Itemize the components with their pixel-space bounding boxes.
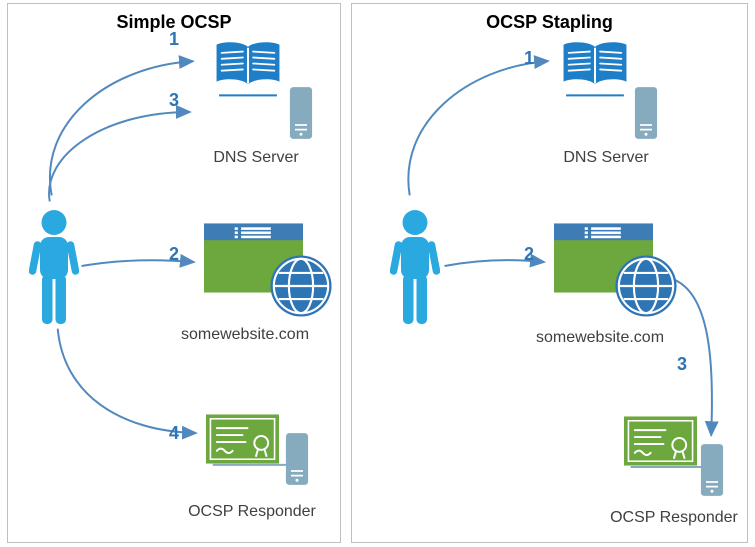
ocsp-server-tower-icon [700, 441, 724, 499]
arrow-step-1 [407, 55, 550, 196]
dns-server-label: DNS Server [563, 149, 649, 166]
step-number-3: 3 [676, 354, 687, 374]
arrows-layer [48, 55, 299, 466]
globe-icon [614, 254, 678, 318]
certificate-icon [206, 414, 279, 464]
ocsp-server-tower-icon [285, 431, 309, 487]
certificate-icon [624, 416, 697, 466]
step-number-2: 2 [523, 244, 534, 264]
globe-icon [269, 254, 333, 318]
step-number-3: 3 [168, 90, 179, 110]
open-book-icon [561, 39, 629, 99]
website-label: somewebsite.com [180, 326, 310, 343]
panel-title: OCSP Stapling [486, 12, 613, 32]
panel-ocsp-stapling: OCSP Stapling 1 2 3 DNS Server somewebsi… [351, 3, 748, 543]
person-icon [29, 209, 79, 326]
person-icon [390, 209, 440, 326]
arrow-step-3 [48, 105, 192, 202]
open-book-icon [214, 39, 282, 99]
panel-simple-ocsp: Simple OCSP 1 3 2 4 DNS Server somewebsi… [7, 3, 341, 543]
arrows-layer [407, 55, 719, 469]
arrow-step-2 [444, 253, 547, 268]
step-number-2: 2 [168, 244, 179, 264]
arrow-step-1 [49, 55, 195, 196]
arrow-step-3 [672, 278, 719, 438]
step-number-1: 1 [168, 29, 179, 49]
arrow-step-2 [81, 253, 196, 268]
arrow-step-4 [56, 328, 198, 440]
ocsp-responder-label: OCSP Responder [610, 509, 738, 526]
dns-server-label: DNS Server [213, 149, 299, 166]
step-number-4: 4 [168, 423, 179, 443]
dns-server-tower-icon [289, 86, 313, 140]
website-label: somewebsite.com [535, 329, 665, 346]
panel-title: Simple OCSP [116, 12, 232, 32]
ocsp-responder-label: OCSP Responder [188, 503, 316, 520]
dns-server-tower-icon [634, 86, 658, 140]
step-number-1: 1 [523, 48, 534, 68]
